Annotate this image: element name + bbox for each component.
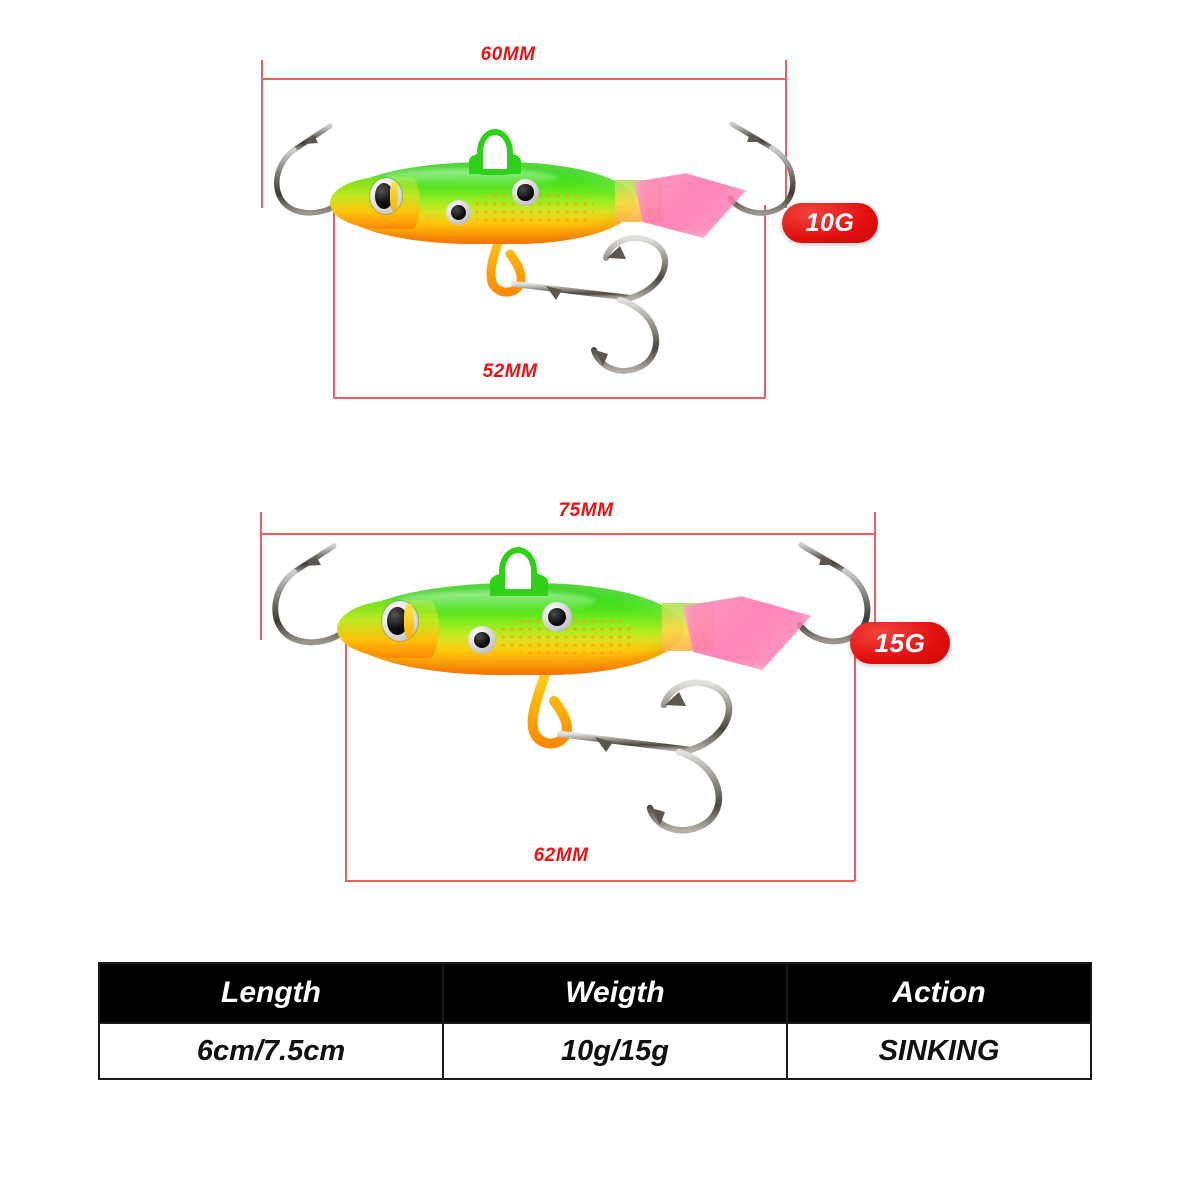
dimension-tick-75mm-right bbox=[874, 512, 876, 640]
weight-badge-15g: 15G bbox=[850, 622, 950, 664]
dimension-label-75mm: 75MM bbox=[558, 500, 614, 521]
lure-spot-2 bbox=[542, 602, 572, 632]
lure-spot-1 bbox=[468, 626, 496, 654]
dimension-label-60mm: 60MM bbox=[480, 44, 536, 65]
spec-table-header-row: Length Weigth Action bbox=[98, 962, 1092, 1024]
eyelet-loop-icon-15g bbox=[499, 547, 537, 595]
lure-eye-icon bbox=[370, 178, 402, 214]
dimension-tick-60mm-right bbox=[785, 60, 787, 208]
weight-badge-10g: 10G bbox=[782, 203, 878, 243]
spec-table-row: 6cm/7.5cm 10g/15g SINKING bbox=[98, 1022, 1092, 1080]
spec-header-length: Length bbox=[98, 962, 444, 1024]
treble-hook-icon-10g bbox=[470, 223, 700, 398]
weight-badge-label-15g: 15G bbox=[874, 627, 926, 658]
weight-badge-label-10g: 10G bbox=[805, 208, 855, 237]
spec-value-weight: 10g/15g bbox=[442, 1022, 788, 1080]
spec-header-weight: Weigth bbox=[442, 962, 788, 1024]
lure-body-10g bbox=[330, 162, 636, 244]
dimension-tick-52mm-left bbox=[333, 205, 335, 398]
dimension-label-52mm: 52MM bbox=[482, 361, 538, 382]
dimension-tick-62mm-left bbox=[345, 640, 347, 881]
dimension-line-52mm-horizontal bbox=[333, 397, 765, 399]
lure-body-15g bbox=[337, 583, 684, 675]
front-hook-icon-15g bbox=[266, 538, 386, 658]
treble-hook-icon-15g bbox=[510, 667, 770, 862]
dimension-tick-60mm-left bbox=[261, 60, 263, 208]
tail-fin-15g bbox=[683, 596, 811, 670]
dimension-line-60mm-horizontal bbox=[261, 78, 786, 80]
lure-spot-2 bbox=[512, 179, 539, 206]
spec-value-action: SINKING bbox=[786, 1022, 1092, 1080]
dimension-tick-52mm-right bbox=[764, 205, 766, 398]
dimension-tick-62mm-right bbox=[854, 640, 856, 881]
dimension-line-75mm-horizontal bbox=[260, 533, 875, 535]
lure-eye-icon bbox=[382, 601, 418, 641]
eyelet-loop-icon-10g bbox=[477, 129, 513, 175]
dimension-line-62mm-horizontal bbox=[345, 880, 855, 882]
rear-hook-icon-10g bbox=[722, 114, 832, 224]
spec-value-length: 6cm/7.5cm bbox=[98, 1022, 444, 1080]
lure-spot-1 bbox=[446, 200, 471, 225]
dimension-label-62mm: 62MM bbox=[533, 845, 589, 866]
spec-table: Length Weigth Action 6cm/7.5cm 10g/15g S… bbox=[98, 962, 1092, 1080]
spec-header-action: Action bbox=[786, 962, 1092, 1024]
dimension-tick-75mm-left bbox=[260, 512, 262, 640]
front-hook-icon-10g bbox=[268, 118, 378, 228]
